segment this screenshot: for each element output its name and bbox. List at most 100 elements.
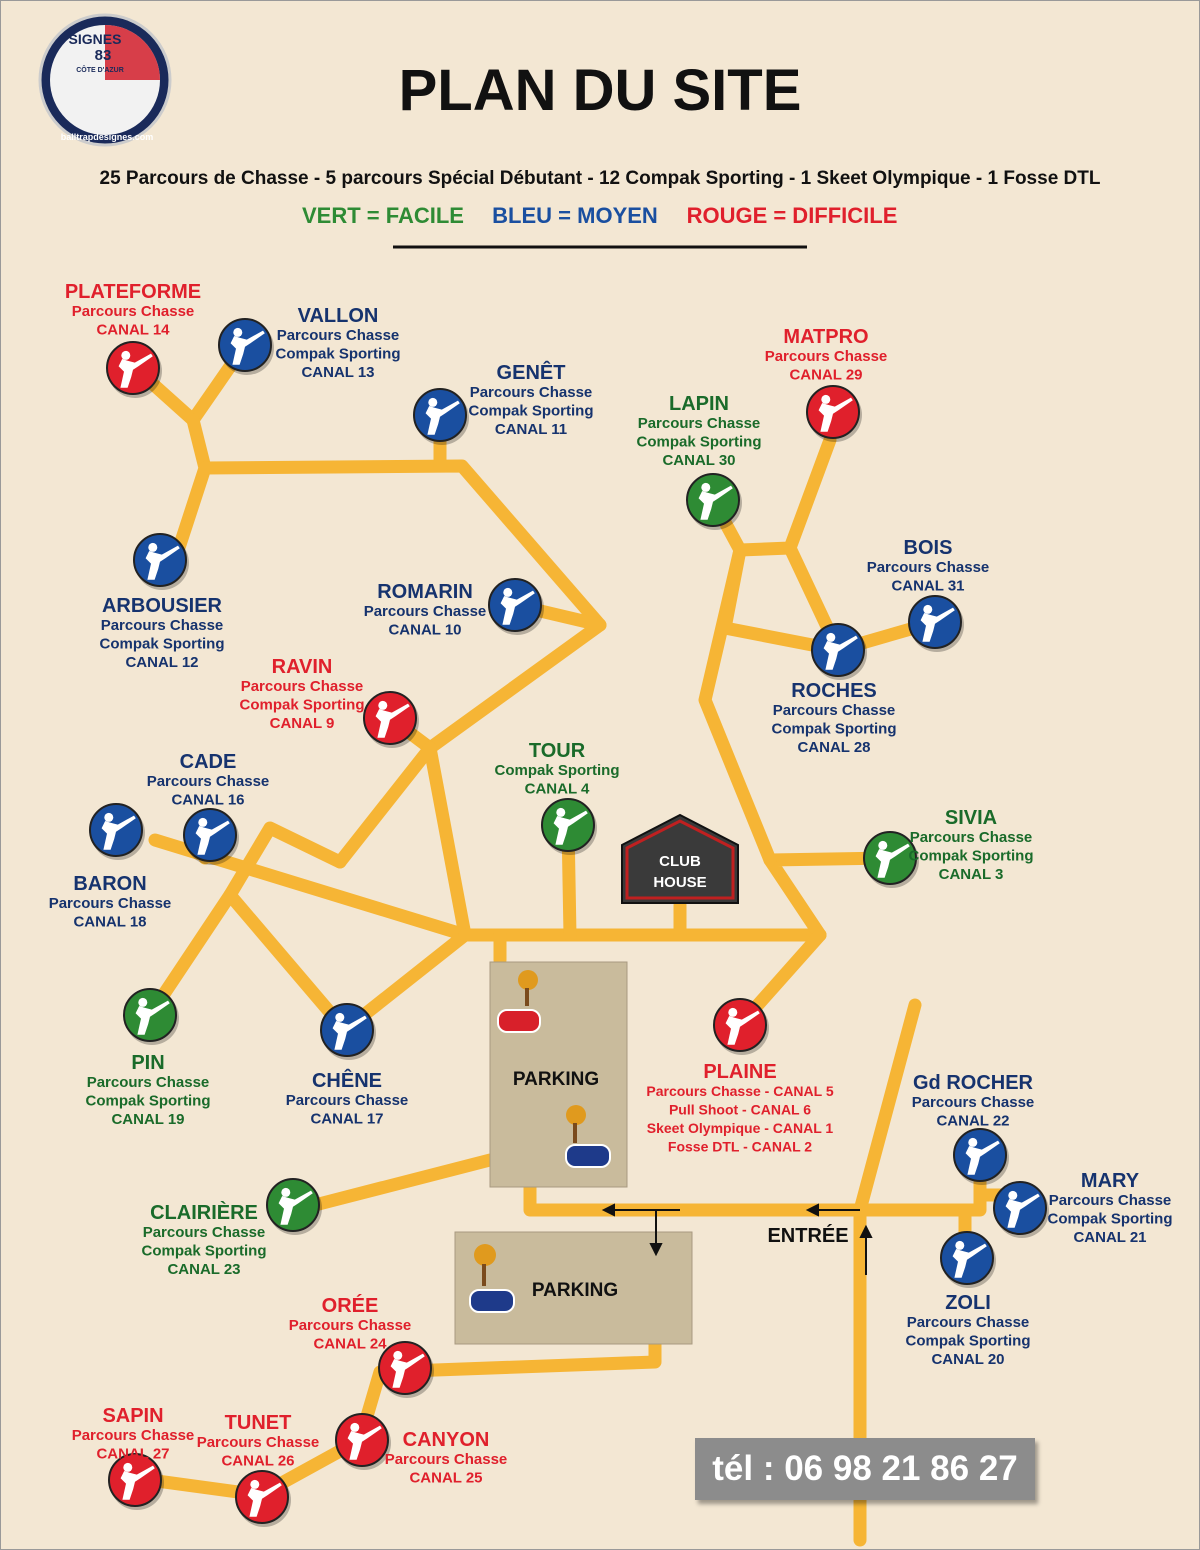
station-name: CADE <box>180 751 237 773</box>
logo-url: balltrapdesignes.com <box>61 132 154 142</box>
direction-arrows <box>601 1203 873 1275</box>
station-detail: Compak Sporting <box>468 403 593 420</box>
station-detail: CANAL 19 <box>111 1111 184 1128</box>
car-icon <box>469 1244 515 1313</box>
logo: SIGNES 83 CÔTE D'AZUR balltrapdesignes.c… <box>38 13 172 147</box>
legend-hard: ROUGE = DIFFICILE <box>687 203 898 228</box>
page-subtitle: 25 Parcours de Chasse - 5 parcours Spéci… <box>100 168 1101 189</box>
station-detail: Parcours Chasse <box>143 1224 266 1241</box>
station-name: CHÊNE <box>312 1068 382 1092</box>
station-name: SIVIA <box>945 807 997 829</box>
station-name: ARBOUSIER <box>102 595 223 617</box>
station-detail: CANAL 20 <box>931 1351 1004 1368</box>
car-icon <box>565 1105 611 1168</box>
station-detail: CANAL 3 <box>939 866 1004 883</box>
station-name: Gd ROCHER <box>913 1072 1034 1094</box>
logo-line2: 83 <box>95 47 112 64</box>
station-detail: CANAL 9 <box>270 715 335 732</box>
station-detail: Parcours Chasse <box>72 1427 195 1444</box>
legend-easy: VERT = FACILE <box>302 203 464 228</box>
club-house-line2: HOUSE <box>653 874 706 891</box>
station-detail: CANAL 30 <box>662 452 735 469</box>
station-name: PLATEFORME <box>65 281 201 303</box>
phone-number: tél : 06 98 21 86 27 <box>695 1438 1035 1500</box>
station-detail: Compak Sporting <box>85 1093 210 1110</box>
station-name: ORÉE <box>322 1294 379 1317</box>
station-detail: CANAL 11 <box>495 421 567 438</box>
station-detail: CANAL 10 <box>388 622 461 639</box>
station-detail: Pull Shoot - CANAL 6 <box>669 1102 811 1118</box>
station-name: CLAIRIÈRE <box>150 1201 258 1224</box>
station-detail: CANAL 23 <box>167 1261 240 1278</box>
station-detail: Compak Sporting <box>908 848 1033 865</box>
station-detail: Compak Sporting <box>275 346 400 363</box>
station-detail: Parcours Chasse <box>277 327 400 344</box>
station-detail: Compak Sporting <box>239 697 364 714</box>
station-detail: CANAL 25 <box>409 1470 482 1487</box>
station-detail: Parcours Chasse <box>912 1094 1035 1111</box>
station-detail: Compak Sporting <box>1047 1211 1172 1228</box>
station-name: SAPIN <box>102 1405 163 1427</box>
station-detail: CANAL 29 <box>789 367 862 384</box>
station-detail: Parcours Chasse <box>907 1314 1030 1331</box>
station-detail: Compak Sporting <box>771 721 896 738</box>
station-detail: CANAL 22 <box>936 1113 1009 1130</box>
page-title: PLAN DU SITE <box>399 58 802 123</box>
station-detail: Parcours Chasse <box>910 829 1033 846</box>
station-name: BARON <box>73 873 146 895</box>
station-detail: CANAL 14 <box>96 322 170 339</box>
station-detail: CANAL 16 <box>171 792 244 809</box>
station-name: ROMARIN <box>377 581 473 603</box>
station-detail: Parcours Chasse <box>197 1434 320 1451</box>
station-detail: Fosse DTL - CANAL 2 <box>668 1139 812 1155</box>
car-icon <box>497 970 541 1033</box>
station-detail: CANAL 12 <box>125 654 198 671</box>
station-detail: CANAL 18 <box>73 914 146 931</box>
roads <box>128 338 1027 1547</box>
station-detail: Parcours Chasse <box>1049 1192 1172 1209</box>
station-detail: CANAL 27 <box>96 1446 169 1463</box>
station-detail: Parcours Chasse <box>49 895 172 912</box>
station-name: ROCHES <box>791 680 877 702</box>
parking-label-2: PARKING <box>532 1280 618 1301</box>
entrance-label: ENTRÉE <box>767 1224 848 1247</box>
station-name: PIN <box>131 1052 164 1074</box>
station-detail: Parcours Chasse <box>867 559 990 576</box>
station-detail: Skeet Olympique - CANAL 1 <box>647 1120 834 1136</box>
logo-line1: SIGNES <box>69 31 122 47</box>
station-detail: Parcours Chasse <box>101 617 224 634</box>
station-detail: CANAL 26 <box>221 1453 294 1470</box>
station-detail: CANAL 21 <box>1073 1229 1146 1246</box>
station-detail: Compak Sporting <box>905 1333 1030 1350</box>
station-detail: Compak Sporting <box>141 1243 266 1260</box>
station-detail: Parcours Chasse - CANAL 5 <box>646 1083 833 1099</box>
station-name: TOUR <box>529 740 586 762</box>
station-detail: Parcours Chasse <box>147 773 270 790</box>
station-detail: Parcours Chasse <box>364 603 487 620</box>
